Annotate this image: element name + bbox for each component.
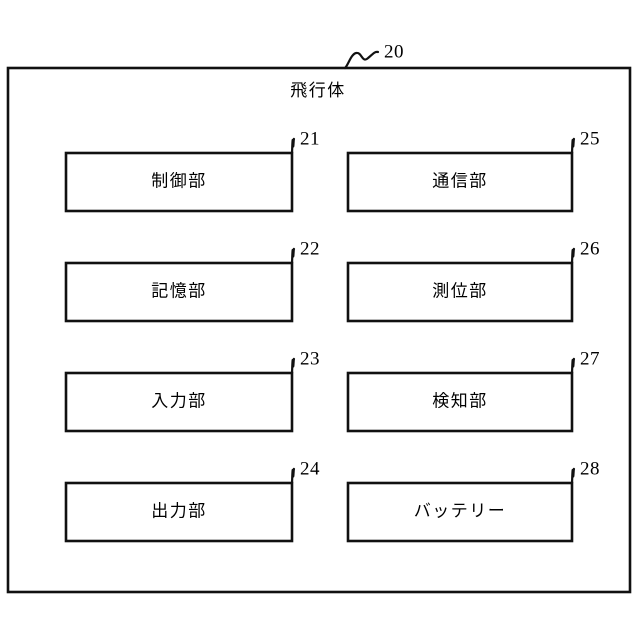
- leader-line-24: [290, 467, 296, 485]
- block-label-24: 出力部: [151, 501, 207, 522]
- block-label-25: 通信部: [432, 171, 488, 192]
- leader-line-26: [570, 247, 576, 265]
- block-rect-22: [64, 261, 294, 323]
- block-label-22: 記憶部: [151, 281, 207, 302]
- reference-number-21: 21: [300, 128, 320, 150]
- leader-line-22: [290, 247, 296, 265]
- block-rect-27: [346, 371, 574, 433]
- block-rect-28: [346, 481, 574, 543]
- reference-number-24: 24: [300, 458, 320, 480]
- leader-line-28: [570, 467, 576, 485]
- reference-number-22: 22: [300, 238, 320, 260]
- leader-line-27: [570, 357, 576, 375]
- block-label-28: バッテリー: [413, 501, 507, 522]
- block-rect-26: [346, 261, 574, 323]
- reference-number-23: 23: [300, 348, 320, 370]
- leader-line-layer: [290, 50, 576, 485]
- leader-line-20: [343, 50, 380, 70]
- block-rect-25: [346, 151, 574, 213]
- leader-line-21: [290, 137, 296, 155]
- leader-line-25: [570, 137, 576, 155]
- block-rect-23: [64, 371, 294, 433]
- reference-number-27: 27: [580, 348, 600, 370]
- block-label-21: 制御部: [151, 171, 207, 192]
- reference-number-20: 20: [384, 41, 404, 63]
- block-rect-24: [64, 481, 294, 543]
- block-rect-layer: [64, 151, 574, 543]
- block-label-27: 検知部: [432, 391, 488, 412]
- block-label-26: 測位部: [432, 281, 488, 302]
- reference-number-26: 26: [580, 238, 600, 260]
- block-rect-21: [64, 151, 294, 213]
- reference-number-28: 28: [580, 458, 600, 480]
- reference-number-25: 25: [580, 128, 600, 150]
- leader-line-23: [290, 357, 296, 375]
- block-label-23: 入力部: [151, 391, 207, 412]
- system-title-label: 飛行体: [290, 81, 346, 101]
